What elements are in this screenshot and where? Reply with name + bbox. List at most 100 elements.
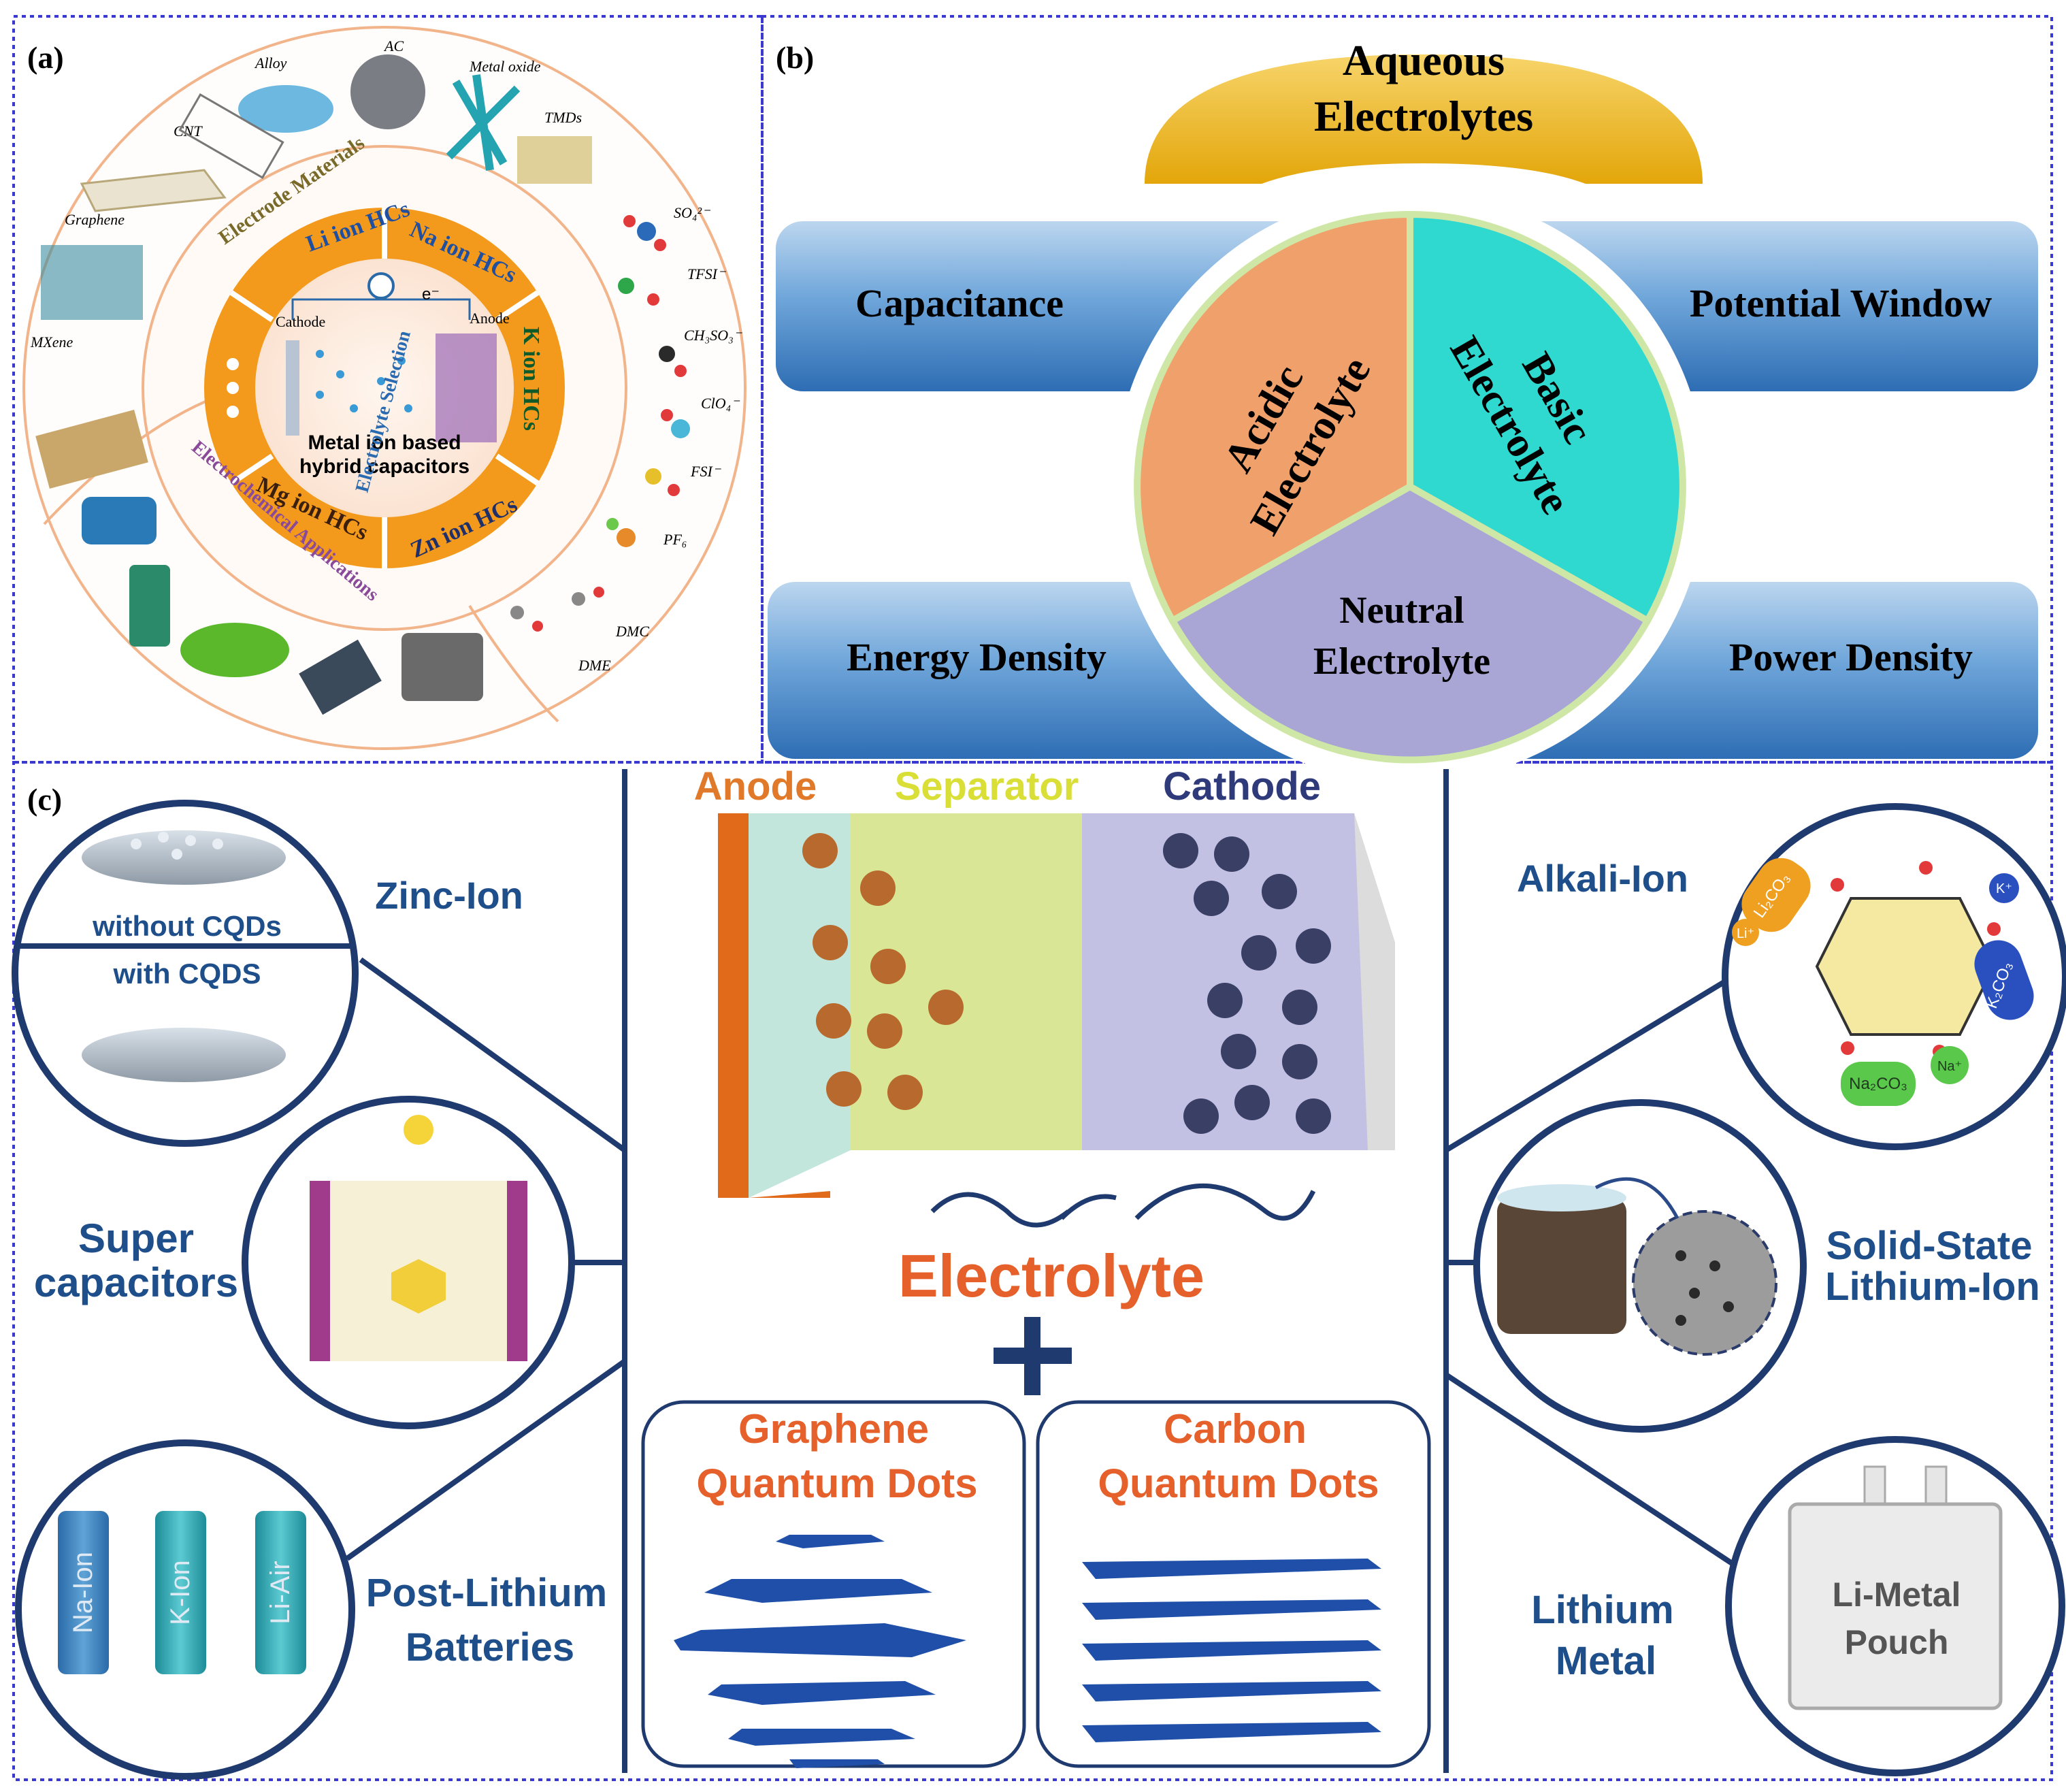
ion-dmc: DMC (615, 623, 649, 640)
neutral-label-1: Neutral (1339, 589, 1464, 632)
post-lithium-label-2: Batteries (406, 1625, 574, 1669)
super-label-1: Super (78, 1216, 194, 1261)
cathode-particles (1163, 833, 1331, 1134)
anode-label: Anode (470, 310, 510, 327)
electrolyte-title: Electrolyte (898, 1242, 1204, 1309)
bulb-icon (367, 272, 395, 299)
cathode-plate (286, 340, 299, 436)
cqd-structure (391, 1259, 446, 1314)
cell-li-air-label: Li-Air (265, 1561, 295, 1624)
dendrites (131, 832, 223, 860)
salt-k: K⁺ (1996, 881, 2012, 896)
cell-na-ion (58, 1511, 109, 1674)
anode-title: Anode (694, 764, 817, 809)
panel-a-label: (a) (27, 40, 64, 75)
charger-icon (129, 565, 170, 647)
cell-na-ion-label: Na-Ion (68, 1552, 98, 1633)
lithium-metal-label-2: Metal (1556, 1639, 1656, 1683)
slice-acidic (1134, 210, 1413, 625)
gqd-title-1: Graphene (738, 1406, 929, 1452)
material-alloy: Alloy (254, 54, 287, 71)
transfer-arrow (1594, 1177, 1679, 1220)
ion-tfsi: TFSI⁻ (687, 265, 727, 282)
li-ion-pill (1732, 919, 1759, 946)
neutral-label-2: Electrolyte (1313, 640, 1490, 683)
cathode-label: Cathode (276, 313, 325, 330)
anode-plate (718, 813, 830, 1198)
separator-region (851, 813, 1082, 1150)
lithium-metal-label-1: Lithium (1531, 1588, 1673, 1632)
ion-dots (316, 350, 412, 412)
cell-k-ion (155, 1511, 206, 1674)
cqd-box (1036, 1400, 1431, 1768)
anode-block (436, 333, 497, 442)
anode-particles (802, 833, 964, 1110)
na2co3-pill (1841, 1062, 1916, 1106)
cqd-title-1: Carbon (1164, 1406, 1307, 1452)
pouch-label-1: Li-Metal (1833, 1576, 1961, 1614)
salt-li: Li⁺ (1737, 926, 1754, 941)
panel-b-label: (b) (776, 40, 814, 75)
aqueous-title-1: Aqueous (1343, 36, 1505, 84)
solid-state-label-1: Solid-State (1826, 1224, 2033, 1268)
pouch-label-2: Pouch (1845, 1623, 1949, 1661)
coin-without-cqds (82, 830, 286, 885)
lightbulb-icon (404, 1115, 433, 1145)
solid-electrolyte-disc (1632, 1210, 1777, 1356)
plus-sign-v (1024, 1317, 1040, 1395)
material-ac: AC (383, 37, 404, 54)
center-text-2: hybrid capacitors (299, 455, 470, 478)
ion-arrows (930, 1184, 1316, 1228)
panel-c-label: (c) (27, 782, 62, 817)
material-mxene: MXene (30, 333, 73, 351)
panel-a: (a) Li ion HCs Na ion HCs K ion HCs Zn i… (22, 26, 747, 750)
cqd-title-2: Quantum Dots (1098, 1461, 1379, 1506)
zinc-ion-label: Zinc-Ion (375, 874, 523, 917)
slice-basic (1407, 210, 1686, 625)
tmds-image (517, 136, 592, 184)
center-disc (255, 259, 514, 517)
material-tmds: TMDs (544, 109, 582, 126)
capacitance-label: Capacitance (855, 281, 1064, 325)
panel-c: (c) without CQDs with CQDS Zinc-Ion Sup (12, 764, 2066, 1780)
center-text-1: Metal ion based (308, 431, 461, 454)
smartwatch-icon (82, 497, 157, 544)
ion-pf6: PF₆ (663, 531, 687, 548)
car-icon (180, 623, 289, 677)
material-cnt: CNT (174, 123, 203, 140)
k-ion-pill (1989, 873, 2019, 903)
with-cqds-label: with CQDS (113, 958, 261, 990)
electron-label: e⁻ (422, 285, 440, 304)
cathode-title: Cathode (1163, 764, 1321, 809)
power-density-label: Power Density (1729, 635, 1973, 679)
salt-na2co3: Na₂CO₃ (1849, 1075, 1907, 1093)
metal-oxide-image (446, 74, 521, 171)
energy-density-label: Energy Density (847, 635, 1106, 679)
mxene-image (41, 245, 143, 320)
ellipsis-dots (227, 358, 239, 418)
particle-dots (1675, 1250, 1734, 1326)
k2co3-pill (1974, 940, 2034, 1020)
cqd-sheets (1082, 1559, 1381, 1742)
solid-state-label-2: Lithium-Ion (1825, 1265, 2040, 1309)
potential-window-label: Potential Window (1690, 281, 1992, 325)
li2co3-pill (1741, 858, 1811, 932)
molecule-icons (510, 215, 690, 632)
post-lithium-label-1: Post-Lithium (366, 1571, 607, 1615)
timer-icon (401, 633, 483, 701)
device-image (35, 409, 148, 489)
super-label-2: capacitors (34, 1260, 238, 1305)
salt-na: Na⁺ (1937, 1059, 1962, 1074)
material-graphene: Graphene (65, 211, 125, 228)
ion-fsi: FSI⁻ (690, 463, 722, 480)
cell-k-ion-label: K-Ion (165, 1560, 195, 1625)
aqueous-dome (1145, 54, 1703, 184)
ion-dme: DME (578, 657, 611, 674)
pouch-cell (1788, 1502, 2003, 1710)
plug-icon (299, 639, 382, 715)
separator-title: Separator (895, 764, 1079, 809)
na-ion-pill (1931, 1046, 1969, 1084)
gqd-title-2: Quantum Dots (696, 1461, 977, 1506)
without-cqds-label: without CQDs (92, 910, 282, 942)
anode-region (749, 813, 851, 1198)
